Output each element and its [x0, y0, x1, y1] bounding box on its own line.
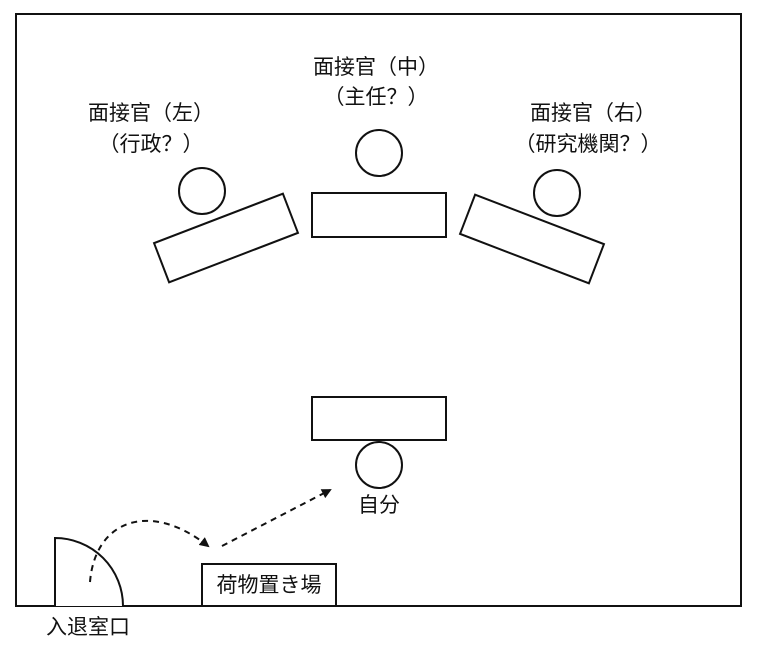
interviewer-right-role: （研究機関？）	[515, 132, 662, 156]
entrance-label: 入退室口	[46, 615, 130, 639]
interviewer-center-desk	[311, 192, 447, 238]
interviewer-center-name: 面接官（中）	[313, 55, 439, 79]
self-desk	[311, 396, 447, 441]
luggage-area	[201, 563, 337, 607]
luggage-area-label: 荷物置き場	[217, 573, 322, 597]
room-outline	[15, 13, 742, 607]
interviewer-center-role: （主任？）	[324, 85, 429, 109]
interviewer-right-head	[533, 169, 581, 217]
interviewer-center-head	[355, 129, 403, 177]
self-head	[355, 441, 403, 489]
interviewer-left-desk	[152, 192, 300, 284]
interviewer-right-name: 面接官（右）	[530, 101, 656, 125]
path-arrow-entrance-to-luggage	[89, 519, 210, 583]
entrance-door-swing	[54, 536, 124, 607]
interviewer-left-head	[178, 167, 226, 215]
interviewer-left-role: （行政？）	[99, 132, 204, 156]
self-label: 自分	[358, 493, 400, 517]
interviewer-right-desk	[458, 193, 606, 285]
interviewer-left-name: 面接官（左）	[88, 101, 214, 125]
path-arrow-luggage-to-seat	[221, 489, 332, 547]
